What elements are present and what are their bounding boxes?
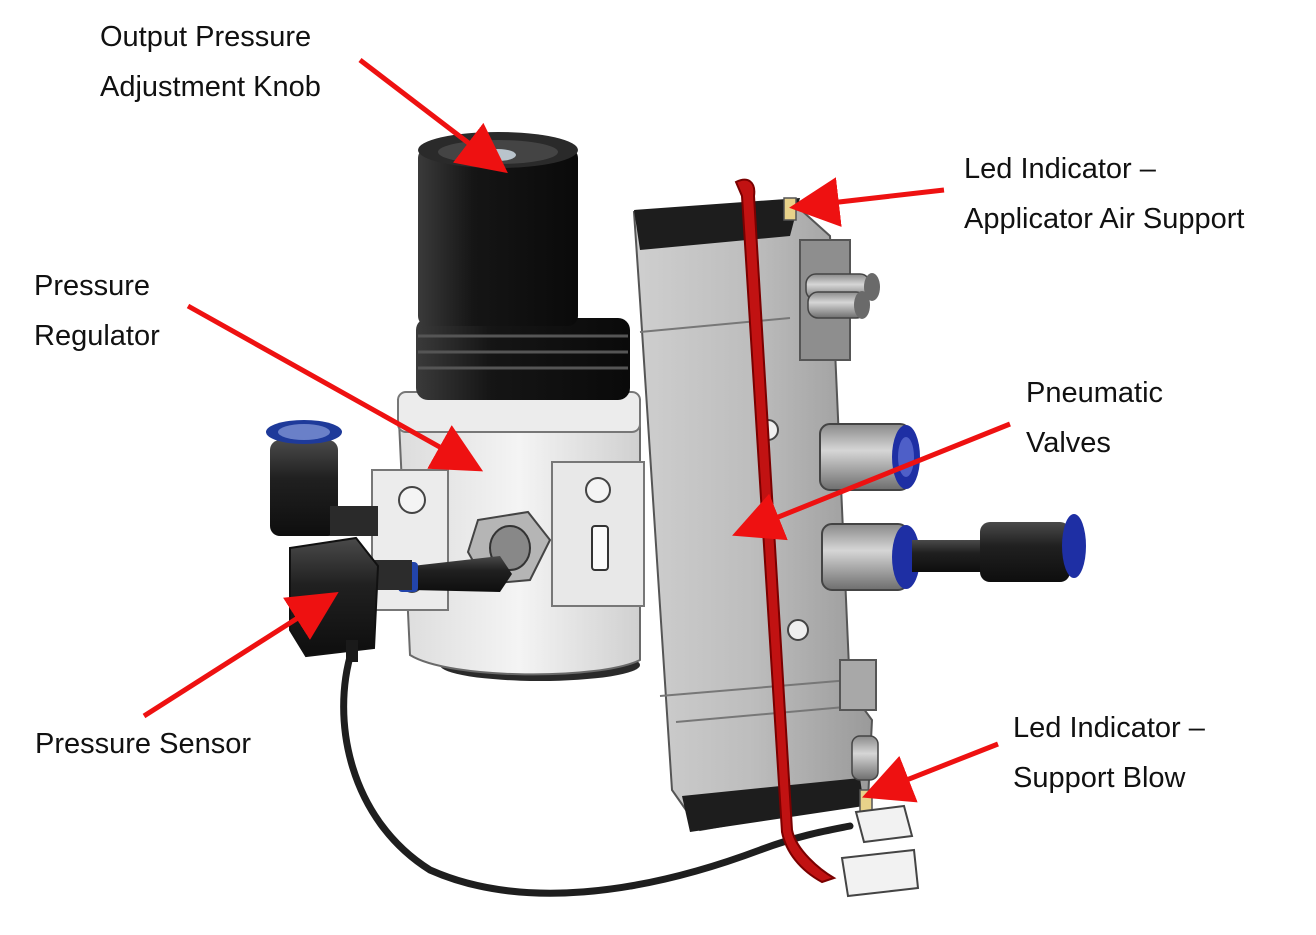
arrow-led-top: [789, 177, 945, 227]
label-output-pressure-knob: Output Pressure Adjustment Knob: [100, 12, 321, 112]
arrow-knob: [358, 58, 508, 174]
label-line: Adjustment Knob: [100, 71, 321, 103]
pressure-sensor: [289, 536, 380, 662]
arrow-regulator: [186, 303, 484, 472]
label-line: Support Blow: [1013, 762, 1186, 794]
inlet-elbow-fitting: [266, 420, 412, 590]
led-indicator-support-blow: [859, 789, 873, 813]
label-line: Regulator: [34, 320, 160, 352]
label-led-indicator-support-blow: Led Indicator – Support Blow: [1013, 703, 1205, 803]
arrow-valves: [732, 421, 1011, 541]
label-line: Pneumatic: [1026, 377, 1164, 409]
arrow-sensor: [142, 591, 339, 719]
led-indicator-strip: [734, 178, 837, 884]
label-pressure-sensor: Pressure Sensor: [35, 719, 251, 769]
gauge-port-fitting: [398, 510, 552, 592]
adjustment-knob: [416, 132, 630, 400]
label-pressure-regulator: Pressure Regulator: [34, 261, 160, 361]
arrow-led-bottom: [862, 741, 999, 803]
valve-outlet-fittings: [819, 423, 1086, 781]
label-line: Led Indicator –: [1013, 712, 1205, 744]
led-indicator-applicator: [783, 197, 797, 221]
label-line: Pressure: [34, 270, 151, 302]
label-line: Pressure Sensor: [35, 728, 251, 760]
connector-blocks: [840, 804, 920, 898]
label-line: Output Pressure: [100, 21, 312, 53]
label-pneumatic-valves: Pneumatic Valves: [1026, 368, 1163, 468]
label-line: Led Indicator –: [964, 153, 1156, 185]
top-fittings: [805, 273, 880, 319]
label-led-indicator-applicator: Led Indicator – Applicator Air Support: [964, 144, 1244, 244]
label-line: Applicator Air Support: [964, 203, 1245, 235]
label-line: Valves: [1026, 427, 1111, 459]
